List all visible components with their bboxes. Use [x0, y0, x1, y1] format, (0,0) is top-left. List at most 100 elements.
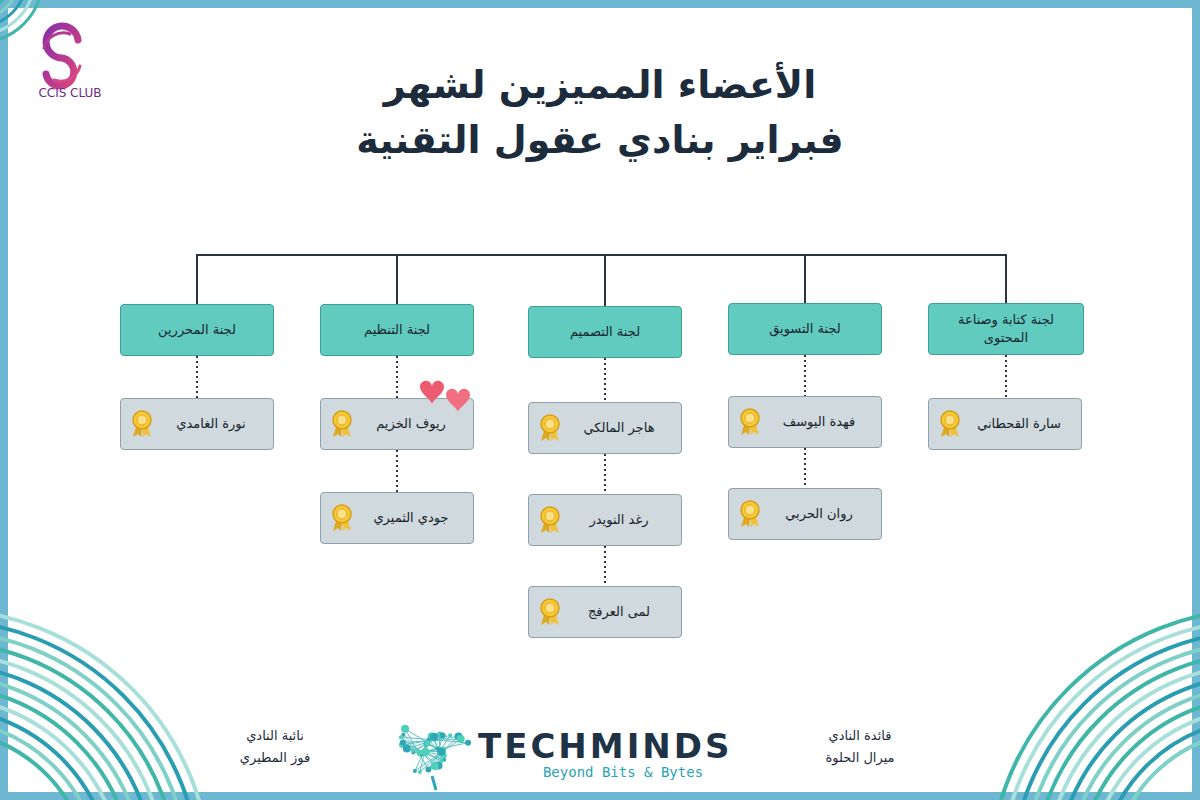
member-box: رغد النويدر	[528, 494, 682, 546]
member-name: ريوف الخزيم	[376, 415, 446, 433]
tree-drop	[1005, 254, 1007, 303]
text-stack: لجنة التنظيم	[364, 321, 430, 339]
network-dot	[401, 733, 405, 737]
tree-drop	[196, 254, 198, 304]
network-link	[403, 742, 442, 760]
member-name: فهدة اليوسف	[783, 413, 856, 431]
network-dot	[440, 732, 446, 738]
medal-icon	[938, 410, 962, 438]
member-box: جودي الثميري	[320, 492, 474, 544]
text-stack: هاجر المالكي	[583, 419, 654, 437]
medal-icon	[738, 500, 762, 528]
member-name: رغد النويدر	[590, 511, 649, 529]
page-title: الأعضاء المميزين لشهر فبراير بنادي عقول …	[320, 58, 880, 168]
brand-name: TECHMINDS	[478, 726, 768, 766]
network-dot	[437, 748, 445, 756]
text-stack: لجنة المحررين	[158, 321, 236, 339]
dotted-connector	[197, 356, 198, 398]
medal-disc	[541, 507, 559, 525]
medal-icon	[738, 408, 762, 436]
dotted-connector	[805, 355, 806, 396]
network-link	[403, 735, 434, 766]
network-dot	[431, 762, 439, 770]
member-box: نورة الغامدي	[120, 398, 274, 450]
person-name: فوز المطيري	[220, 750, 330, 765]
member-box: هاجر المالكي	[528, 402, 682, 454]
committee-name: لجنة التصميم	[570, 323, 640, 341]
member-name: لمى العرفج	[588, 603, 650, 621]
network-dot	[400, 739, 406, 745]
medal-center	[945, 415, 955, 425]
committee-name: لجنة المحررين	[158, 321, 236, 339]
role-title: قائدة النادي	[805, 728, 915, 743]
medal-disc	[333, 411, 351, 429]
committee-box: لجنة التسويق	[728, 303, 882, 355]
network-dot	[413, 769, 417, 773]
network-dot	[424, 741, 430, 747]
committee-box: لجنة التصميم	[528, 306, 682, 358]
connector-line	[196, 356, 198, 398]
medal-disc	[741, 501, 759, 519]
heart	[446, 389, 470, 412]
medal-icon	[538, 506, 562, 534]
medal-icon	[330, 410, 354, 438]
committee-box: لجنة التنظيم	[320, 304, 474, 356]
medal-center	[545, 419, 555, 429]
member-name: سارة القحطاني	[977, 415, 1061, 433]
network-dot	[440, 759, 444, 763]
network-dot	[417, 750, 423, 756]
text-stack: لجنة كتابة وصناعة المحتوى	[941, 311, 1071, 346]
brain-logo	[399, 725, 471, 790]
text-stack: جودي الثميري	[373, 509, 448, 527]
medal-icon	[538, 598, 562, 626]
medal-icon	[130, 410, 154, 438]
swirl-arc	[0, 609, 211, 800]
member-box: فهدة اليوسف	[728, 396, 882, 448]
connector-line	[396, 356, 398, 398]
tree-drop	[804, 254, 806, 303]
text-stack: روان الحربي	[785, 505, 852, 523]
medal-disc	[133, 411, 151, 429]
medal-disc	[541, 415, 559, 433]
member-box: لمى العرفج	[528, 586, 682, 638]
medal-disc	[941, 411, 959, 429]
medal-center	[137, 415, 147, 425]
tree-bus	[197, 254, 1006, 256]
network-dot	[457, 735, 465, 743]
medal-disc	[541, 599, 559, 617]
medal-center	[545, 511, 555, 521]
connector-line	[604, 454, 606, 494]
title-block: الأعضاء المميزين لشهر فبراير بنادي عقول …	[0, 58, 1200, 168]
role-title: نائبة النادي	[220, 728, 330, 743]
dotted-connector	[805, 448, 806, 488]
committee-name: لجنة التسويق	[769, 320, 841, 338]
brain-stem	[432, 776, 436, 790]
network-dot	[448, 733, 452, 737]
dotted-connector	[397, 450, 398, 492]
connector-line	[604, 358, 606, 402]
text-stack: رغد النويدر	[590, 511, 649, 529]
medal-center	[745, 505, 755, 515]
member-name: روان الحربي	[785, 505, 852, 523]
committee-box: لجنة المحررين	[120, 304, 274, 356]
text-stack: لجنة التصميم	[570, 323, 640, 341]
network-dot	[424, 740, 430, 746]
member-box: سارة القحطاني	[928, 398, 1082, 450]
network-dot	[430, 733, 438, 741]
swirl-arc	[989, 609, 1200, 800]
committee-box: لجنة كتابة وصناعة المحتوى	[928, 303, 1084, 355]
dotted-connector	[605, 358, 606, 402]
swirl-arc	[0, 620, 200, 800]
connector-line	[804, 448, 806, 488]
member-name: نورة الغامدي	[176, 415, 245, 433]
member-box: ريوف الخزيم	[320, 398, 474, 450]
medal-center	[337, 509, 347, 519]
medal-disc	[741, 409, 759, 427]
text-stack: نورة الغامدي	[176, 415, 245, 433]
network-dot	[403, 745, 411, 753]
tree-drop	[604, 254, 606, 306]
network-dot	[422, 748, 430, 756]
network-dot	[401, 725, 409, 733]
